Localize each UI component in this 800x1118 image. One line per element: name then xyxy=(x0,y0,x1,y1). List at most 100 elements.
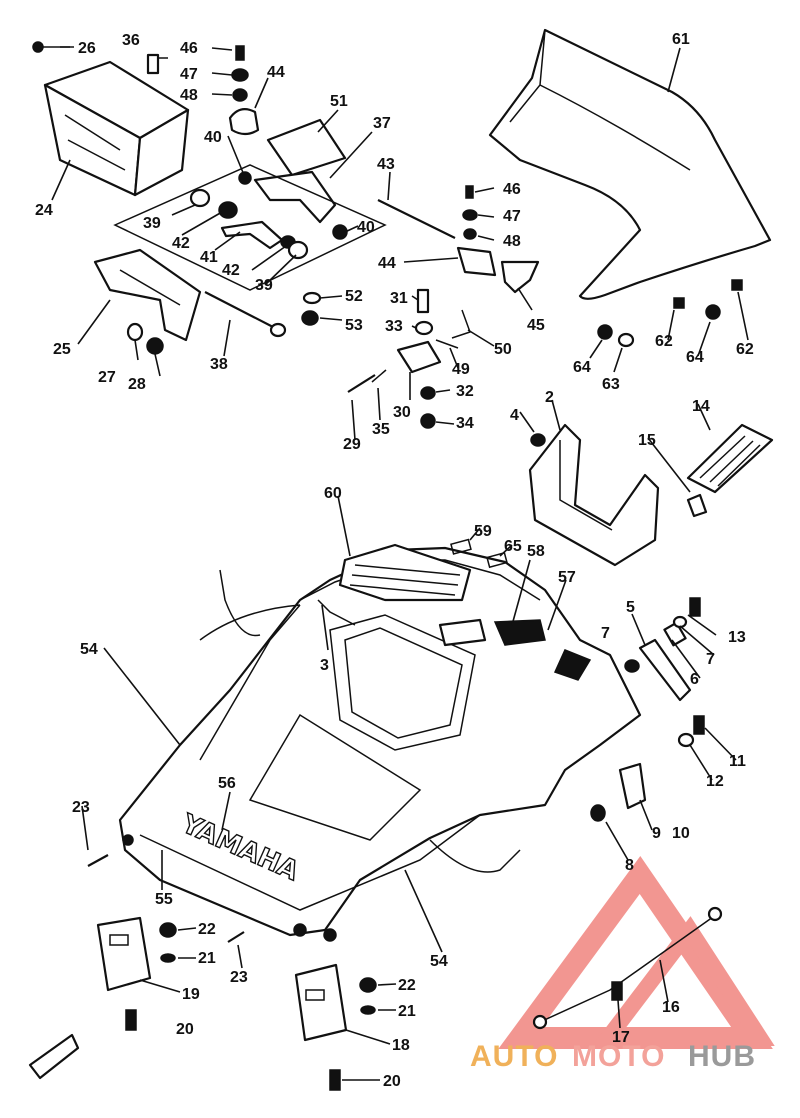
callout-c3: 3 xyxy=(320,657,329,674)
connector-17 xyxy=(611,981,623,1001)
arm-45 xyxy=(500,260,540,294)
callout-c59: 59 xyxy=(474,523,492,540)
washer-12 xyxy=(677,732,695,748)
bolt-38 xyxy=(204,291,287,338)
callout-c58: 58 xyxy=(527,543,545,560)
callout-c40a: 40 xyxy=(204,129,222,146)
callout-c7b: 7 xyxy=(706,651,715,668)
rod-50 xyxy=(451,309,471,339)
hinge-19 xyxy=(96,916,152,992)
callout-c34: 34 xyxy=(456,415,474,432)
callout-c42a: 42 xyxy=(172,235,190,252)
callout-c13: 13 xyxy=(728,629,746,646)
callout-c55: 55 xyxy=(155,891,173,908)
callout-c62b: 62 xyxy=(736,341,754,358)
callout-c22b: 22 xyxy=(398,977,416,994)
washer-63 xyxy=(617,332,635,348)
spring-49 xyxy=(435,339,459,349)
nut-4 xyxy=(530,433,546,447)
callout-c19: 19 xyxy=(182,986,200,1003)
callout-c37: 37 xyxy=(373,115,391,132)
callout-c62a: 62 xyxy=(655,333,673,350)
washer-21-b xyxy=(360,1005,376,1015)
nut-8 xyxy=(590,804,606,822)
hood-54 xyxy=(118,543,642,942)
top-bracket-box xyxy=(43,60,190,197)
assembly-outline xyxy=(113,164,387,291)
callout-c23a: 23 xyxy=(72,799,90,816)
washer-32 xyxy=(420,386,436,400)
callout-c36: 36 xyxy=(122,32,140,49)
callout-c35: 35 xyxy=(372,421,390,438)
callout-c17: 17 xyxy=(612,1029,630,1046)
callout-c39b: 39 xyxy=(255,277,273,294)
callout-c40b: 40 xyxy=(357,219,375,236)
latch-30 xyxy=(396,340,442,374)
callout-c25: 25 xyxy=(53,341,71,358)
callout-c46a: 46 xyxy=(180,40,198,57)
bracket-9 xyxy=(618,762,647,810)
washer-21-a xyxy=(160,953,176,963)
label-65 xyxy=(486,551,508,569)
watermark-logo xyxy=(498,856,775,1049)
callout-c44a: 44 xyxy=(267,64,285,81)
washer-7-b xyxy=(672,615,688,629)
watermark-part3: HUB xyxy=(688,1040,756,1073)
callout-c33: 33 xyxy=(385,318,403,335)
screw-36 xyxy=(146,53,160,75)
watermark-text: AUTO MOTO HUB xyxy=(470,1040,756,1073)
bolt-11 xyxy=(693,715,705,735)
bolt-46-top xyxy=(235,45,245,61)
callout-c52: 52 xyxy=(345,288,363,305)
callout-c28: 28 xyxy=(128,376,146,393)
hinge-5 xyxy=(638,638,692,702)
shaft-43 xyxy=(377,199,456,239)
nut-53 xyxy=(301,310,319,326)
screw-62-b xyxy=(731,279,743,291)
watermark-part2: MOTO xyxy=(572,1040,665,1073)
callout-c51: 51 xyxy=(330,93,348,110)
decal-3 xyxy=(317,599,356,626)
callout-c48a: 48 xyxy=(180,87,198,104)
callout-c54a: 54 xyxy=(80,641,98,658)
callout-c15: 15 xyxy=(638,432,656,449)
nut-28 xyxy=(146,337,164,355)
watermark-triangle-right xyxy=(591,916,775,1046)
callout-c10: 10 xyxy=(672,825,690,842)
callout-c54b: 54 xyxy=(430,953,448,970)
callout-c11: 11 xyxy=(729,753,746,770)
bolt-20-a xyxy=(125,1009,137,1031)
callout-c20a: 20 xyxy=(176,1021,194,1038)
callout-c9: 9 xyxy=(652,825,661,842)
callout-c29: 29 xyxy=(343,436,361,453)
callout-c7a: 7 xyxy=(601,625,610,642)
callout-c20b: 20 xyxy=(383,1073,401,1090)
callout-c50: 50 xyxy=(494,341,512,358)
callout-c64a: 64 xyxy=(573,359,591,376)
cable-16 xyxy=(532,906,723,1030)
callout-c41: 41 xyxy=(200,249,218,266)
washer-33 xyxy=(414,320,434,336)
screw-23-b xyxy=(227,931,245,943)
bolt-13 xyxy=(689,597,701,617)
callout-c49: 49 xyxy=(452,361,470,378)
bolt-31 xyxy=(416,288,430,314)
pivot-44-top xyxy=(228,107,260,136)
watermark-part1: AUTO xyxy=(470,1040,558,1073)
nut-64-a xyxy=(597,324,613,340)
front-arrow-icon xyxy=(28,1033,80,1080)
screw-23-a xyxy=(87,854,109,867)
leader-lines xyxy=(51,46,749,1081)
callout-c23b: 23 xyxy=(230,969,248,986)
callout-c60: 60 xyxy=(324,485,342,502)
washer-52 xyxy=(302,291,322,305)
callout-c16: 16 xyxy=(662,999,680,1016)
bolt-29 xyxy=(347,374,376,393)
callout-c44b: 44 xyxy=(378,255,396,272)
callout-c65: 65 xyxy=(504,538,522,555)
nut-22-a xyxy=(159,922,177,938)
spring-35 xyxy=(371,369,387,383)
callout-c21a: 21 xyxy=(198,950,216,967)
